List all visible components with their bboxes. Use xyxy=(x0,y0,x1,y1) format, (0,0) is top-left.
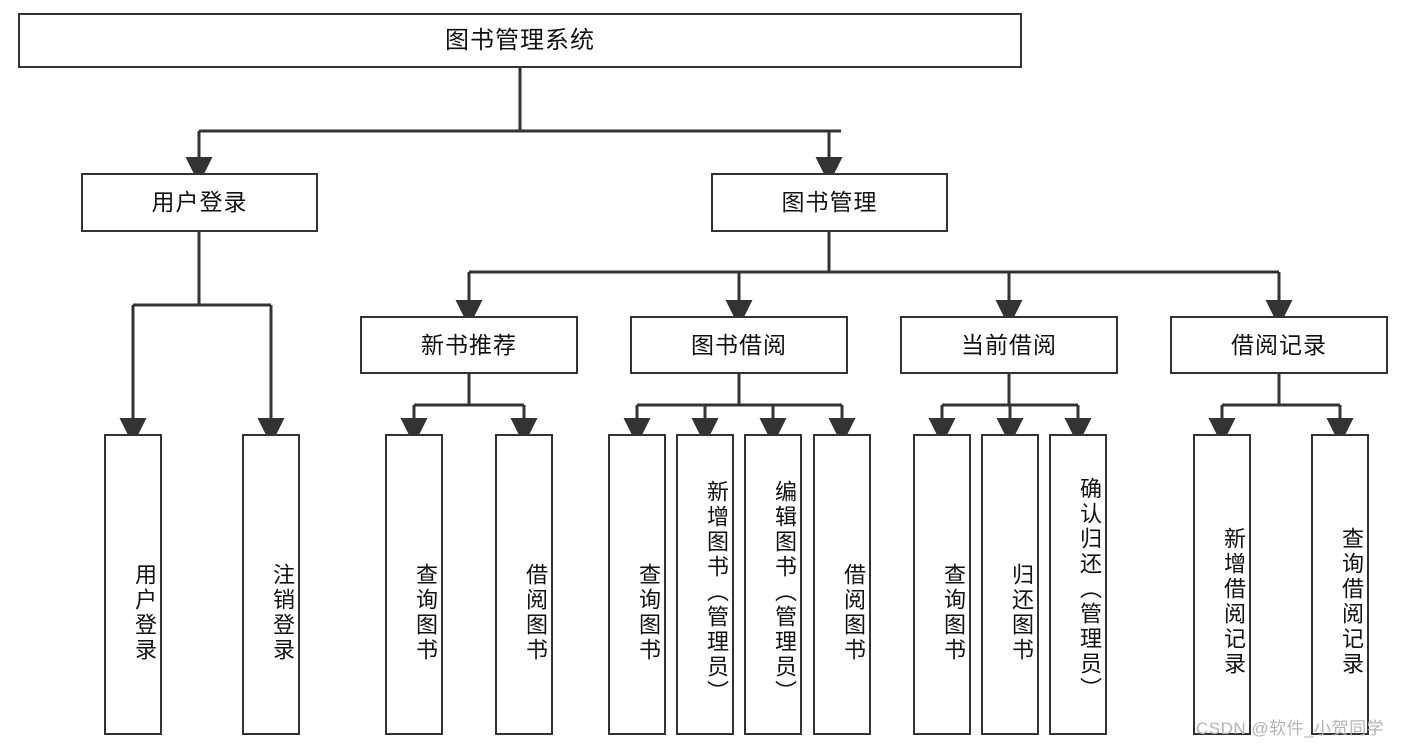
csdn-watermark: CSDN @软件_小贺同学 xyxy=(1196,719,1385,738)
node-new-book-recommend[interactable]: 新书推荐 xyxy=(360,316,578,374)
node-label: 注销登录 xyxy=(270,562,295,663)
leaf-user-login-login[interactable]: 用户登录 xyxy=(104,434,162,735)
node-label: 当前借阅 xyxy=(961,331,1057,358)
leaf-current-borrow-query-book[interactable]: 查询图书 xyxy=(913,434,971,735)
node-book-borrow[interactable]: 图书借阅 xyxy=(630,316,848,374)
node-label: 查询借阅记录 xyxy=(1339,526,1364,677)
node-user-login[interactable]: 用户登录 xyxy=(81,173,318,232)
node-label: 用户登录 xyxy=(151,189,248,216)
node-label: 归还图书 xyxy=(1009,562,1034,663)
leaf-borrow-records-add-record[interactable]: 新增借阅记录 xyxy=(1193,434,1251,735)
node-label: 查询图书 xyxy=(413,562,438,663)
node-label: 用户登录 xyxy=(132,562,157,663)
leaf-current-borrow-return-book[interactable]: 归还图书 xyxy=(981,434,1039,735)
leaf-book-borrow-add-book-admin[interactable]: 新增图书（管理员） xyxy=(676,434,734,735)
leaf-borrow-records-query-record[interactable]: 查询借阅记录 xyxy=(1311,434,1369,735)
node-book-management[interactable]: 图书管理 xyxy=(711,173,948,232)
node-label: 图书借阅 xyxy=(691,331,787,358)
node-label: 新书推荐 xyxy=(421,331,517,358)
node-label: 借阅图书 xyxy=(841,562,866,663)
leaf-current-borrow-confirm-return-admin[interactable]: 确认归还（管理员） xyxy=(1049,434,1107,735)
leaf-new-book-query-book[interactable]: 查询图书 xyxy=(385,434,443,735)
node-current-borrow[interactable]: 当前借阅 xyxy=(900,316,1118,374)
node-borrow-records[interactable]: 借阅记录 xyxy=(1170,316,1388,374)
node-label: 查询图书 xyxy=(636,562,661,663)
node-label: 确认归还（管理员） xyxy=(1077,477,1102,702)
node-label: 新增借阅记录 xyxy=(1221,526,1246,677)
node-label: 新增图书（管理员） xyxy=(704,480,729,705)
leaf-book-borrow-borrow-book[interactable]: 借阅图书 xyxy=(813,434,871,735)
node-label: 编辑图书（管理员） xyxy=(772,480,797,705)
leaf-book-borrow-edit-book-admin[interactable]: 编辑图书（管理员） xyxy=(744,434,802,735)
node-label: 借阅记录 xyxy=(1231,331,1327,358)
node-label: 借阅图书 xyxy=(523,562,548,663)
node-root-book-management-system[interactable]: 图书管理系统 xyxy=(18,13,1022,68)
leaf-user-login-logout[interactable]: 注销登录 xyxy=(242,434,300,735)
leaf-new-book-borrow-book[interactable]: 借阅图书 xyxy=(495,434,553,735)
node-label: 图书管理系统 xyxy=(445,26,595,54)
node-label: 图书管理 xyxy=(781,189,878,216)
leaf-book-borrow-query-book[interactable]: 查询图书 xyxy=(608,434,666,735)
node-label: 查询图书 xyxy=(941,562,966,663)
